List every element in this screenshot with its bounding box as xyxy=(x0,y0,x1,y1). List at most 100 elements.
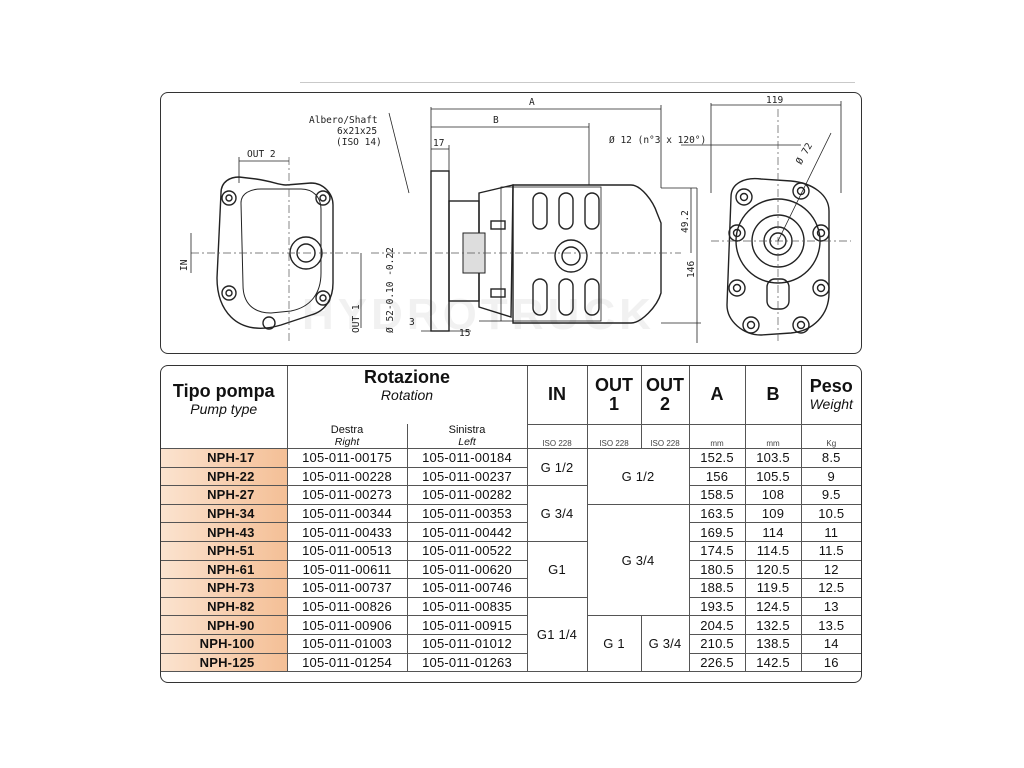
model-cell: NPH-17 xyxy=(161,448,288,468)
a-header: A xyxy=(688,366,746,425)
model-cell: NPH-61 xyxy=(161,559,288,580)
a-cell: 204.5 xyxy=(688,615,746,635)
out-port-cell: G 1/2 xyxy=(586,448,690,505)
b-cell: 105.5 xyxy=(744,466,802,487)
left-code-cell: 105-011-00522 xyxy=(406,540,528,561)
weight-cell: 12 xyxy=(800,559,861,580)
in-header-label: IN xyxy=(548,384,567,405)
left-code-cell: 105-011-01263 xyxy=(406,652,528,673)
right-code-cell: 105-011-00344 xyxy=(286,503,408,524)
model-cell: NPH-90 xyxy=(161,615,288,635)
left-code-cell: 105-011-00353 xyxy=(406,503,528,524)
right-code-cell: 105-011-01003 xyxy=(286,633,408,654)
model-cell: NPH-34 xyxy=(161,503,288,524)
dim-bolt-label: Ø 12 (n°3 x 120°) xyxy=(609,135,706,146)
model-cell: NPH-100 xyxy=(161,633,288,654)
out1-port-cell: G 1 xyxy=(586,615,642,673)
port-side-view xyxy=(216,176,334,330)
b-cell: 114.5 xyxy=(744,540,802,561)
model-cell: NPH-27 xyxy=(161,485,288,505)
a-unit: mm xyxy=(688,424,746,449)
weight-cell: 9.5 xyxy=(800,485,861,505)
weight-header: Peso Weight xyxy=(800,366,861,425)
in-port-cell: G1 xyxy=(526,540,588,598)
in-port-cell: G1 1/4 xyxy=(526,596,588,673)
out1-header-b: 1 xyxy=(609,393,620,414)
out1-unit: ISO 228 xyxy=(586,424,642,449)
out-port-cell: G 3/4 xyxy=(586,503,690,617)
a-cell: 152.5 xyxy=(688,448,746,468)
a-header-label: A xyxy=(710,384,724,405)
right-dimensions xyxy=(710,101,842,242)
watermark-text: HYDROTRUCK xyxy=(302,290,655,339)
a-cell: 193.5 xyxy=(688,596,746,617)
weight-header-en: Weight xyxy=(809,396,853,413)
centerlines-left xyxy=(191,157,361,343)
left-code-cell: 105-011-00746 xyxy=(406,578,528,598)
type-header: Tipo pompa Pump type xyxy=(161,366,288,449)
weight-cell: 11 xyxy=(800,522,861,542)
weight-cell: 11.5 xyxy=(800,540,861,561)
left-subheader-it: Sinistra xyxy=(448,424,486,436)
b-header-label: B xyxy=(766,384,780,405)
right-code-cell: 105-011-00433 xyxy=(286,522,408,542)
weight-cell: 16 xyxy=(800,652,861,673)
right-subheader: Destra Right xyxy=(286,424,408,449)
a-cell: 158.5 xyxy=(688,485,746,505)
in-port-cell: G 3/4 xyxy=(526,485,588,542)
left-code-cell: 105-011-00282 xyxy=(406,485,528,505)
weight-cell: 8.5 xyxy=(800,448,861,468)
table-row: NPH-43 105-011-00433 105-011-00442 169.5… xyxy=(161,522,861,542)
dim-146-label: 146 xyxy=(686,261,697,278)
weight-cell: 14 xyxy=(800,633,861,654)
dim-17-label: 17 xyxy=(433,138,444,149)
right-code-cell: 105-011-01254 xyxy=(286,652,408,673)
b-cell: 124.5 xyxy=(744,596,802,617)
b-cell: 138.5 xyxy=(744,633,802,654)
weight-cell: 10.5 xyxy=(800,503,861,524)
shaft-label-line2: 6x21x25 xyxy=(337,126,377,137)
b-cell: 109 xyxy=(744,503,802,524)
left-code-cell: 105-011-00835 xyxy=(406,596,528,617)
table-row: NPH-100 105-011-01003 105-011-01012 210.… xyxy=(161,633,861,654)
shaft-label-line3: (ISO 14) xyxy=(336,137,382,148)
middle-dimensions xyxy=(388,105,801,343)
table-row: NPH-17 105-011-00175 105-011-00184 G 1/2… xyxy=(161,447,861,505)
left-code-cell: 105-011-00442 xyxy=(406,522,528,542)
weight-unit: Kg xyxy=(800,424,861,449)
right-code-cell: 105-011-00611 xyxy=(286,559,408,580)
dim-3-label: 3 xyxy=(409,317,415,328)
pump-drawing-svg: OUT 2 IN OUT 1 xyxy=(179,95,851,343)
b-unit: mm xyxy=(744,424,802,449)
table-row: NPH-51 105-011-00513 105-011-00522 G1 17… xyxy=(161,540,861,598)
in-unit: ISO 228 xyxy=(526,424,588,449)
model-cell: NPH-125 xyxy=(161,652,288,673)
table-row: NPH-22 105-011-00228 105-011-00237 156 1… xyxy=(161,466,861,487)
out2-port-cell: G 3/4 xyxy=(640,615,690,673)
out2-header-b: 2 xyxy=(660,393,671,414)
table-row: NPH-90 105-011-00906 105-011-00915 G 1 G… xyxy=(161,615,861,673)
left-subheader: Sinistra Left xyxy=(406,424,528,449)
b-cell: 108 xyxy=(744,485,802,505)
b-cell: 120.5 xyxy=(744,559,802,580)
right-subheader-it: Destra xyxy=(330,424,364,436)
table-row: NPH-61 105-011-00611 105-011-00620 180.5… xyxy=(161,559,861,580)
a-cell: 156 xyxy=(688,466,746,487)
right-code-cell: 105-011-00826 xyxy=(286,596,408,617)
a-unit-label: mm xyxy=(710,439,724,448)
a-cell: 169.5 xyxy=(688,522,746,542)
rotation-header-it: Rotazione xyxy=(364,367,451,387)
dim-a-label: A xyxy=(529,97,535,108)
weight-cell: 13 xyxy=(800,596,861,617)
model-cell: NPH-43 xyxy=(161,522,288,542)
right-code-cell: 105-011-00175 xyxy=(286,448,408,468)
right-code-cell: 105-011-00737 xyxy=(286,578,408,598)
table-row: NPH-34 105-011-00344 105-011-00353 G 3/4… xyxy=(161,503,861,617)
in-label: IN xyxy=(179,259,190,271)
pump-spec-table-frame: Tipo pompa Pump type Rotazione Rotation … xyxy=(160,365,862,683)
pump-spec-table: Tipo pompa Pump type Rotazione Rotation … xyxy=(161,366,861,673)
table-row: NPH-27 105-011-00273 105-011-00282 G 3/4… xyxy=(161,485,861,542)
type-header-en: Pump type xyxy=(190,401,258,417)
out1-unit-label: ISO 228 xyxy=(599,439,629,448)
a-cell: 180.5 xyxy=(688,559,746,580)
